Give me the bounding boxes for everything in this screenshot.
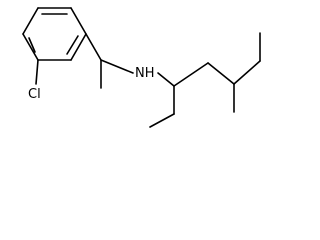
chemical-structure-diagram: Cl NH: [22, 7, 261, 128]
ring-bond: [22, 7, 39, 35]
ring-bond: [22, 33, 39, 61]
amine-label: NH: [135, 66, 155, 81]
ring-double-bond: [66, 35, 79, 55]
chain-bond: [207, 62, 235, 85]
ethyl-bond: [149, 113, 175, 128]
methine-to-n-bond: [100, 59, 134, 74]
ring-double-bond: [28, 37, 36, 53]
ring-bond: [70, 33, 87, 61]
ring-bond: [70, 7, 87, 35]
chlorine-label: Cl: [28, 87, 41, 102]
ring-to-methine-bond: [85, 33, 102, 61]
benzene-ring: [22, 7, 87, 61]
chain-bond: [173, 62, 209, 87]
chain-bond: [233, 60, 261, 85]
n-to-methine-bond: [157, 72, 175, 87]
c-cl-bond: [35, 59, 39, 85]
